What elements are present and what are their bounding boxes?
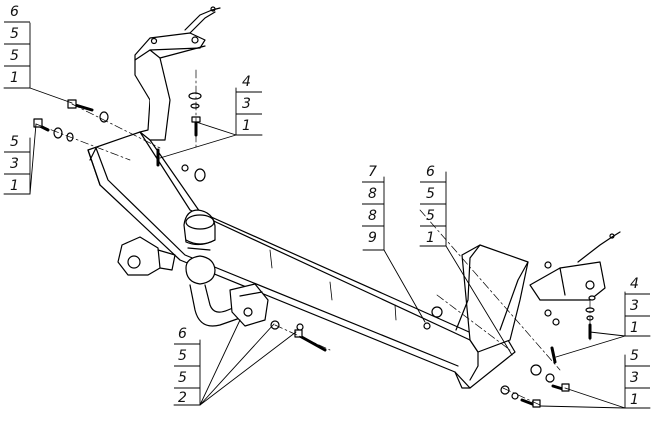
left-mounting-bracket	[134, 6, 221, 141]
callout-bottom-left-item: 5	[178, 348, 187, 364]
callout-left-mid-item: 3	[10, 156, 19, 172]
callout-top-left-item: 5	[10, 48, 19, 64]
callout-bottom-right-item: 5	[630, 348, 639, 364]
callout-top-left-item: 5	[10, 26, 19, 42]
callout-center-item: 8	[368, 208, 377, 224]
callout-center-right-item: 5	[426, 186, 435, 202]
callout-center-item: 8	[368, 186, 377, 202]
coupling-block	[229, 283, 269, 327]
leader-lines	[3, 22, 651, 409]
tow-ball	[183, 209, 241, 327]
callout-center-right-item: 1	[426, 230, 435, 246]
callout-right-mid-item: 4	[630, 276, 639, 292]
callout-right-mid-item: 1	[630, 320, 639, 336]
callout-top-center-item: 1	[242, 118, 251, 134]
callout-right-mid-item: 3	[630, 298, 639, 314]
callout-bottom-left-item: 2	[178, 390, 187, 406]
callout-top-center-item: 4	[242, 74, 251, 90]
callout-bottom-left-item: 6	[178, 326, 187, 342]
callout-center-right-item: 6	[426, 164, 435, 180]
callout-top-left-item: 6	[10, 4, 19, 20]
callout-center-right-item: 5	[426, 208, 435, 224]
callout-bottom-right-item: 3	[630, 370, 639, 386]
callout-center-item: 9	[368, 230, 377, 246]
callout-bottom-right-item: 1	[630, 392, 639, 408]
callout-bottom-left-item: 5	[178, 370, 187, 386]
crossbar-beam	[87, 131, 516, 389]
callout-top-center-item: 3	[242, 96, 251, 112]
callout-top-left-item: 1	[10, 70, 19, 86]
callout-left-mid-item: 1	[10, 178, 19, 194]
axis-lines	[35, 69, 591, 406]
callout-left-mid-item: 5	[10, 134, 19, 150]
right-mounting-bracket	[455, 231, 621, 353]
socket-plate	[117, 236, 176, 276]
fasteners	[33, 92, 596, 408]
callout-center-item: 7	[368, 164, 377, 180]
